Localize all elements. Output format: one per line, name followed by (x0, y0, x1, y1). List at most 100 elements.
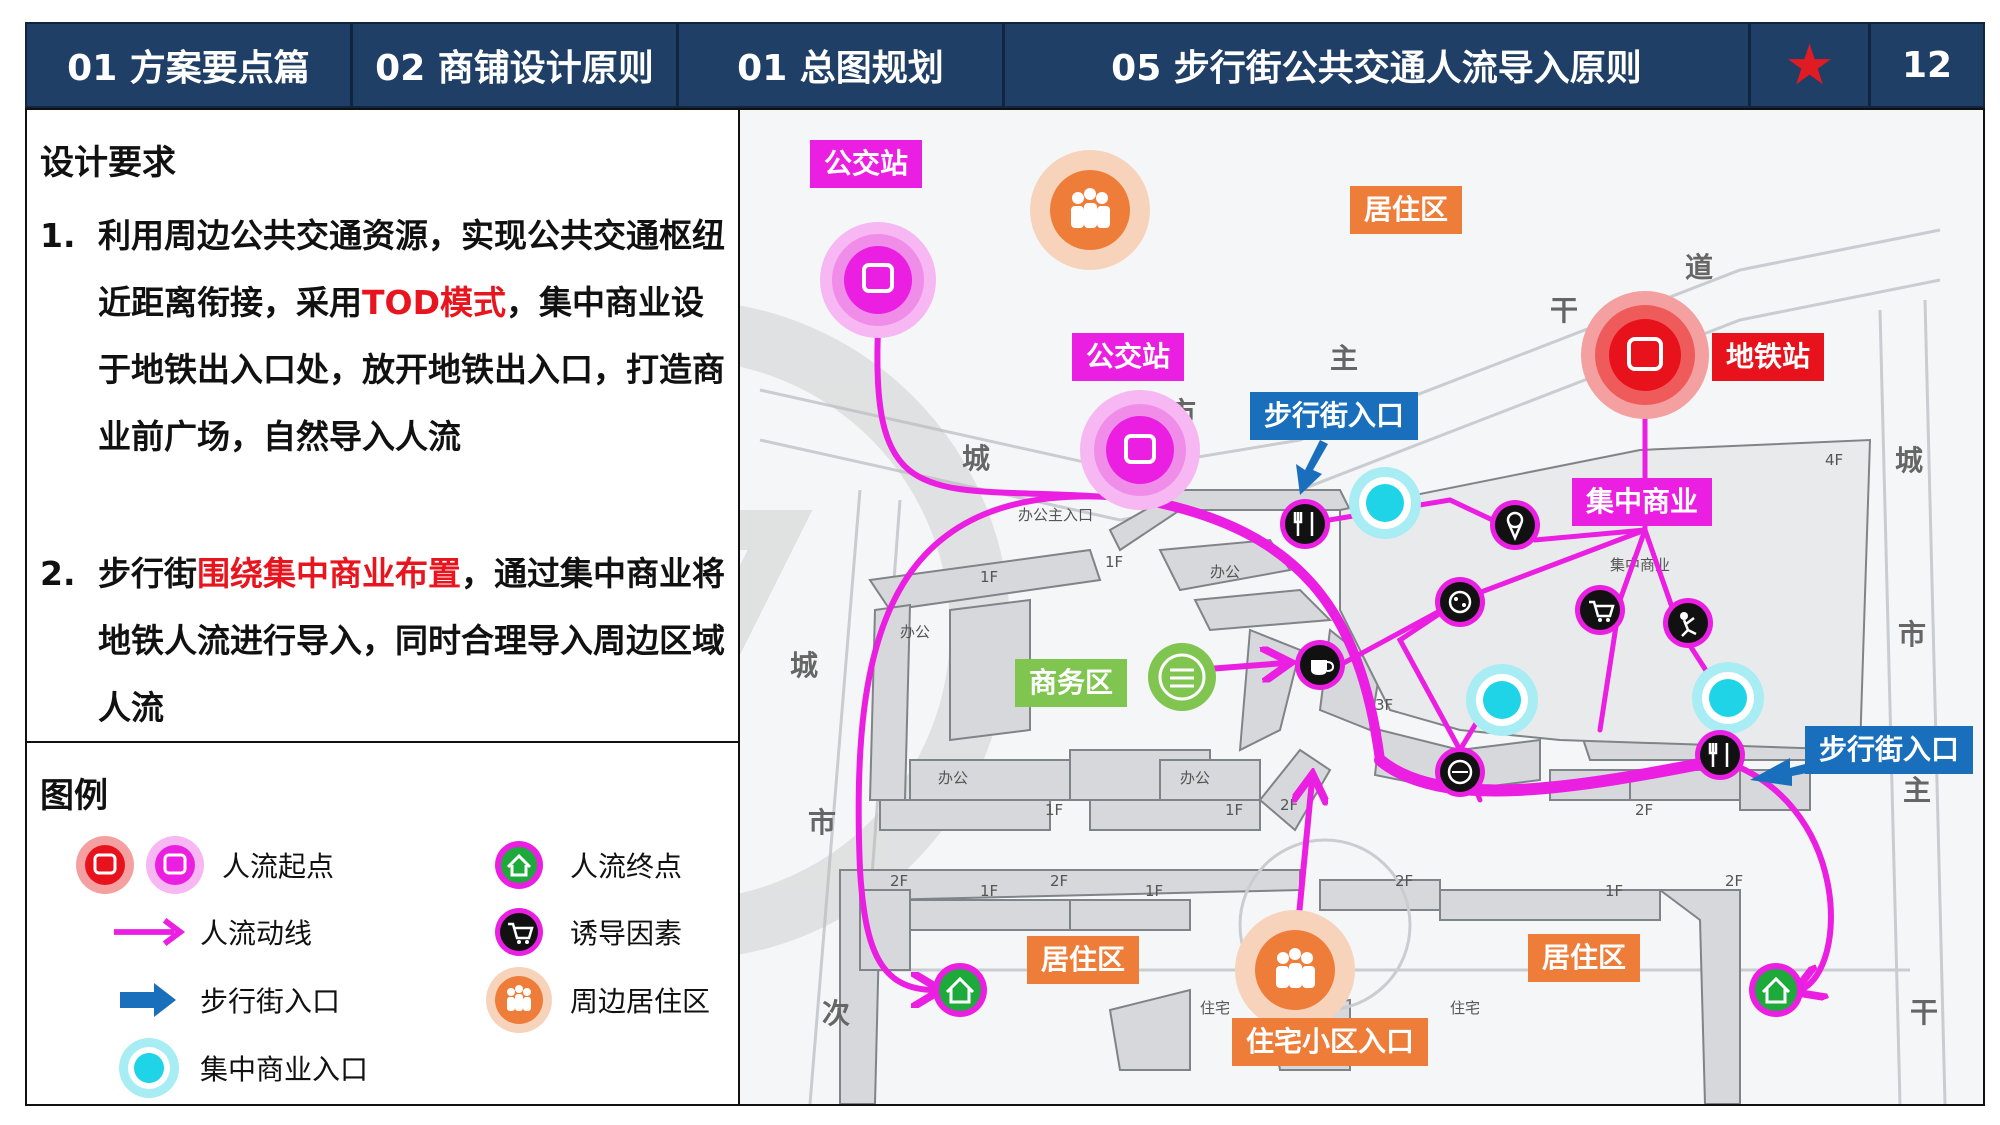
entertainment-icon (1663, 598, 1713, 648)
residential-icon (480, 967, 558, 1033)
legend-terminal-label: 人流终点 (570, 850, 683, 883)
terminal-icon (480, 835, 558, 895)
dining-icon (1695, 730, 1745, 780)
requirement-1-number: 1. (40, 216, 76, 255)
bus-station-1-icon (820, 222, 936, 338)
requirement-1-text-b: ，集中商业设于地铁出入口处，放开地铁出入口，打造商业前广场，自然导入人流 (98, 283, 725, 456)
residential-top-icon (1030, 150, 1150, 270)
header-bar: 01 方案要点篇 02 商铺设计原则 01 总图规划 05 步行街公共交通人流导… (25, 22, 1985, 108)
street-entry-arrow-right (1750, 758, 1822, 786)
floor-label-2f-e: 2F (1050, 872, 1068, 890)
legend-attractor-label: 诱导因素 (570, 917, 683, 950)
mall-entry-markers (1349, 467, 1764, 736)
legend-residential-label: 周边居住区 (570, 985, 711, 1018)
floor-label-1f-e: 1F (980, 882, 998, 900)
vertical-divider (738, 108, 740, 1106)
content-frame (25, 108, 1985, 1106)
road-name-main-2: 干 (1550, 294, 1578, 327)
cookie-icon (1435, 577, 1485, 627)
legend-flow-label: 人流动线 (200, 917, 313, 950)
requirement-2-highlight: 围绕集中商业布置 (197, 554, 461, 593)
horizontal-divider (25, 741, 738, 743)
header-subsection: 01 总图规划 (679, 24, 1005, 106)
shopping-cart-icon (1575, 585, 1625, 635)
requirement-2-text-a: 步行街 (98, 554, 197, 593)
road-name-right-3: 主 (1903, 774, 1931, 807)
legend-origin-label: 人流起点 (222, 850, 335, 883)
bus-station-2-icon (1080, 390, 1200, 510)
legend-mall-entry-label: 集中商业入口 (200, 1053, 369, 1086)
floor-label-3f: 3F (1375, 696, 1393, 714)
legend-flow: 人流动线 (110, 902, 312, 962)
floor-label-1f-d: 1F (1225, 801, 1243, 819)
legend-street-entry-label: 步行街入口 (200, 985, 341, 1018)
bus-station-1-label: 公交站 (810, 140, 923, 188)
floor-label-2f-b: 2F (1635, 801, 1653, 819)
requirement-1-highlight: TOD模式 (362, 283, 506, 322)
community-entry-label: 住宅小区入口 (1232, 1018, 1429, 1066)
floor-label-2f-c: 2F (1280, 796, 1298, 814)
home-terminal-icon (933, 963, 987, 1017)
mall-entry-icon (1466, 664, 1538, 736)
road-name-left-3: 次 (822, 997, 850, 1030)
floor-label-1f-b: 1F (1105, 553, 1123, 571)
residential-left-label: 居住区 (1027, 936, 1140, 984)
road-name-left-1: 城 (790, 649, 818, 682)
main-flow-line-west (1140, 495, 1385, 765)
floor-label-4f: 4F (1825, 451, 1843, 469)
requirement-2-text-b: ，通过集中商业将地铁人流进行导入，同时合理导入周边区域人流 (98, 554, 725, 727)
attractor-markers (1280, 499, 1745, 797)
office-label-1: 办公 (900, 623, 930, 641)
main-flow-line-south (1374, 754, 1726, 797)
legend-origin: 人流起点 (70, 835, 334, 895)
office-label-2: 办公 (1210, 563, 1240, 581)
residential-right-label: 居住区 (1528, 934, 1641, 982)
legend-title: 图例 (40, 776, 108, 816)
office-label-3: 办公 (938, 769, 968, 787)
page-number: 12 (1871, 24, 1983, 106)
road-name-top-1: 城 (962, 442, 990, 475)
legend-street-entry: 步行街入口 (110, 970, 340, 1030)
business-district-label: 商务区 (1015, 659, 1128, 707)
floor-label-2f-d: 2F (890, 872, 908, 890)
office-label-4: 办公 (1180, 769, 1210, 787)
floor-label-2f-g: 2F (1725, 872, 1743, 890)
road-name-left-2: 市 (808, 806, 836, 839)
floor-label-1f-c: 1F (1045, 801, 1063, 819)
flow-line-bus-2-west (855, 493, 1148, 990)
requirement-2: 2. 步行街围绕集中商业布置，通过集中商业将地铁人流进行导入，同时合理导入周边区… (40, 540, 730, 741)
site-plan-map: 城 市 次 城 市 主 干 道 城 市 主 干 办公主入口 集中商业 办公 办公… (740, 110, 1983, 1104)
residential-top-label: 居住区 (1350, 186, 1463, 234)
mall-entry-icon (1692, 662, 1764, 734)
legend-mall-entry: 集中商业入口 (110, 1038, 368, 1098)
bus-station-2-label: 公交站 (1072, 333, 1185, 381)
street-entry-top-label: 步行街入口 (1250, 392, 1419, 440)
mall-entry-icon (1349, 467, 1421, 539)
metro-station-icon (1581, 291, 1709, 419)
street-entry-right-label: 步行街入口 (1805, 726, 1974, 774)
cafe-icon (1295, 640, 1345, 690)
legend-terminal: 人流终点 (480, 835, 682, 895)
flow-line-east (1717, 757, 1834, 990)
road-name-right-4: 干 (1910, 996, 1938, 1029)
street-entry-arrow-icon (110, 970, 188, 1030)
home-terminal-icon (1749, 963, 1803, 1017)
attractor-icon (480, 902, 558, 962)
road-name-main-1: 主 (1330, 342, 1358, 375)
ice-cream-icon (1490, 500, 1540, 550)
road-name-right-2: 市 (1898, 618, 1926, 651)
requirement-2-number: 2. (40, 554, 76, 593)
flow-arrow-icon (110, 902, 188, 962)
header-chapter: 02 商铺设计原则 (353, 24, 679, 106)
requirements-title: 设计要求 (40, 143, 176, 183)
page-title: 05 步行街公共交通人流导入原则 (1005, 24, 1751, 106)
plan-labels: 办公主入口 集中商业 办公 办公 办公 办公 住宅 住宅 1F 1F 1F 1F… (890, 451, 1843, 1017)
floor-label-1f-f: 1F (1145, 882, 1163, 900)
restaurant-icon (1280, 499, 1330, 549)
requirement-1: 1. 利用周边公共交通资源，实现公共交通枢纽近距离衔接，采用TOD模式，集中商业… (40, 202, 730, 470)
requirement-1-text-a: 利用周边公共交通资源，实现公共交通枢纽近距离衔接，采用 (98, 216, 725, 322)
road-name-right-1: 城 (1895, 444, 1923, 477)
metro-station-label: 地铁站 (1712, 333, 1825, 381)
mall-entry-icon (110, 1038, 188, 1098)
header-section: 01 方案要点篇 (27, 24, 353, 106)
